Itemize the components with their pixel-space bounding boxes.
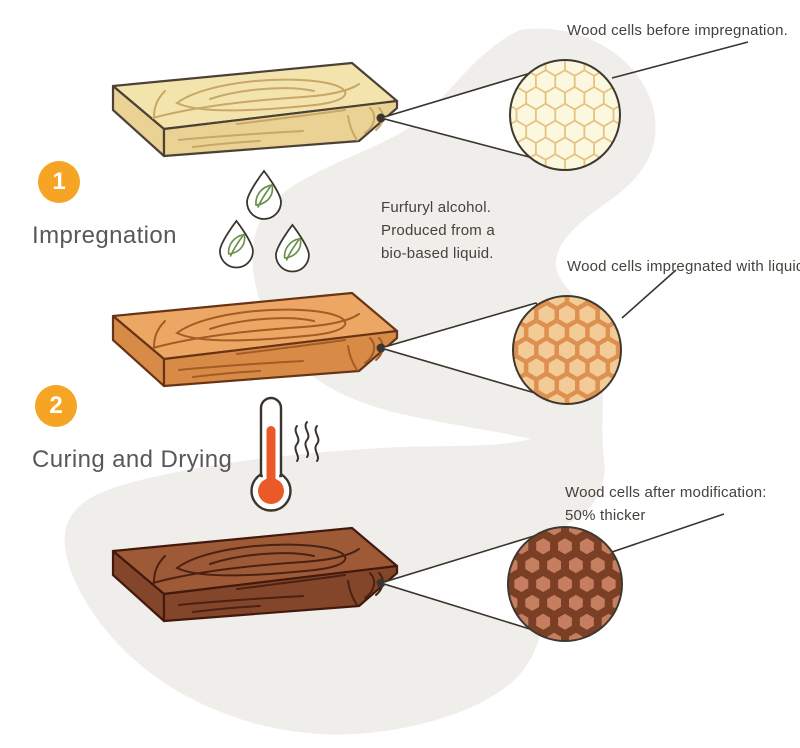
- pointer-lines: [611, 41, 749, 553]
- step-1-number: 1: [52, 168, 66, 195]
- cells-modified-circle: [507, 526, 623, 642]
- label-cells-impregnated: Wood cells impregnated with liquid.: [567, 258, 800, 275]
- cells-impregnated-circle: [512, 295, 622, 405]
- plank-natural-wood: [111, 61, 399, 158]
- step-1-title: Impregnation: [32, 222, 177, 249]
- heat-waves-icon: [294, 421, 320, 462]
- step-2-badge: 2: [35, 385, 77, 427]
- label-furfuryl-line3: bio-based liquid.: [381, 245, 494, 262]
- droplet-leaf-icon: [219, 219, 254, 269]
- pointer-line: [621, 269, 677, 319]
- droplet-leaf-icon: [275, 223, 310, 273]
- label-cells-after-line1: Wood cells after modification:: [565, 484, 767, 501]
- pointer-line: [611, 513, 725, 553]
- pointer-line: [611, 41, 749, 79]
- step-2-title: Curing and Drying: [32, 446, 233, 473]
- thermometer-icon: [250, 396, 320, 512]
- label-furfuryl: Furfuryl alcohol. Produced from a bio-ba…: [381, 196, 495, 265]
- droplet-leaf-icons: [219, 169, 310, 273]
- label-cells-before: Wood cells before impregnation.: [567, 22, 789, 39]
- plank-impregnated-wood: [111, 291, 399, 388]
- label-cells-after: Wood cells after modification: 50% thick…: [565, 481, 767, 527]
- plank-modified-wood: [111, 526, 399, 623]
- label-cells-after-line2: 50% thicker: [565, 507, 646, 524]
- step-1-badge: 1: [38, 161, 80, 203]
- droplet-leaf-icon: [246, 169, 282, 220]
- label-furfuryl-line2: Produced from a: [381, 222, 495, 239]
- cells-before-circle: [509, 59, 621, 171]
- label-furfuryl-line1: Furfuryl alcohol.: [381, 199, 492, 216]
- step-2-number: 2: [49, 392, 63, 419]
